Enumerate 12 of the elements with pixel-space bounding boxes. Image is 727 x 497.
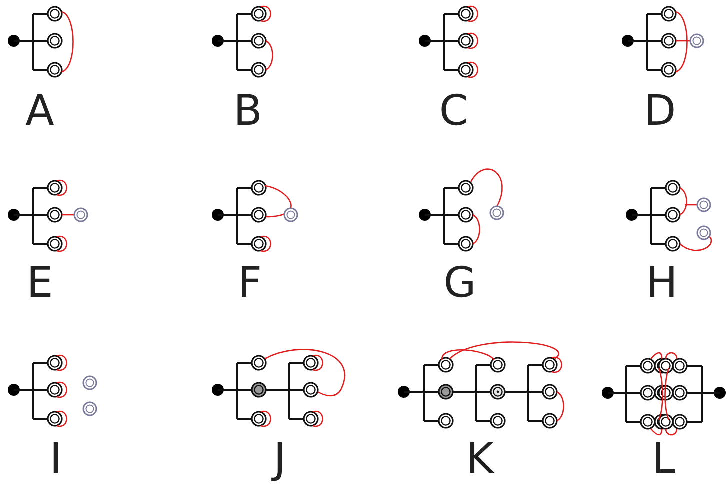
panel-letter: D [644, 90, 676, 132]
panel-letter: B [234, 90, 262, 132]
panel-letter: J [274, 438, 286, 480]
panel-letter: L [652, 438, 676, 480]
panel-letter: K [466, 438, 494, 480]
panel-letter: G [444, 262, 476, 304]
panel-letter: H [646, 262, 678, 304]
panel-letter: I [50, 438, 62, 480]
panel-letter: A [26, 90, 54, 132]
panel-letter: C [439, 90, 469, 132]
panel-letter: F [238, 262, 262, 304]
panel-letter: E [26, 262, 54, 304]
